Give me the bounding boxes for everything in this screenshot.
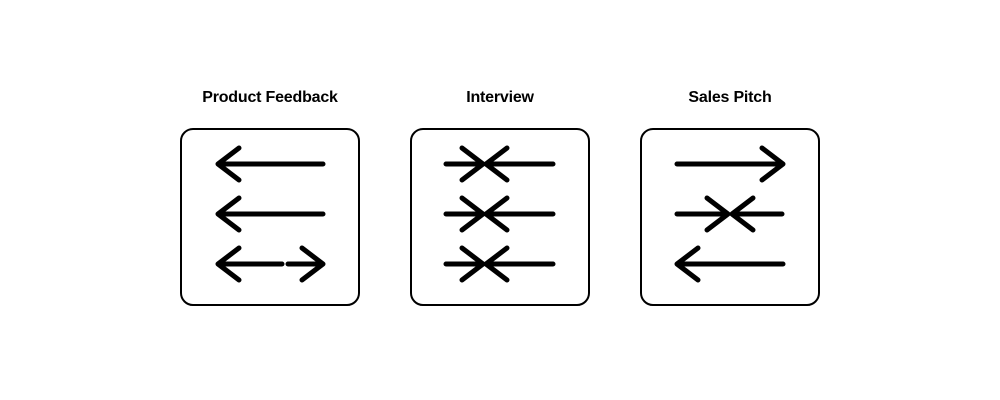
arrow-left-icon	[674, 245, 786, 283]
arrow-left-icon	[483, 195, 556, 233]
arrow-right-icon	[674, 145, 786, 183]
panel-title: Sales Pitch	[688, 89, 772, 106]
arrow-right-icon	[443, 195, 486, 233]
arrow-right-icon	[443, 245, 486, 283]
interview-arrow-box	[410, 128, 590, 306]
panels-row: Product Feedback Interview Sales Pitch	[0, 88, 1000, 306]
panel-sales-pitch: Sales Pitch	[640, 88, 820, 306]
sales-pitch-arrow-box	[640, 128, 820, 306]
arrow-left-icon	[215, 245, 285, 283]
panel-interview: Interview	[410, 88, 590, 306]
rounded-box-border	[410, 128, 590, 306]
arrow-left-icon	[729, 195, 785, 233]
panel-product-feedback: Product Feedback	[180, 88, 360, 306]
product-feedback-arrow-box	[180, 128, 360, 306]
arrow-left-icon	[215, 145, 326, 183]
arrow-right-icon	[285, 245, 326, 283]
panel-title: Product Feedback	[202, 89, 338, 106]
rounded-box-border	[640, 128, 820, 306]
arrow-right-icon	[443, 145, 486, 183]
panel-title: Interview	[466, 89, 534, 106]
arrow-left-icon	[215, 195, 326, 233]
arrow-left-icon	[483, 245, 556, 283]
arrow-right-icon	[674, 195, 731, 233]
arrow-left-icon	[483, 145, 556, 183]
rounded-box-border	[180, 128, 360, 306]
